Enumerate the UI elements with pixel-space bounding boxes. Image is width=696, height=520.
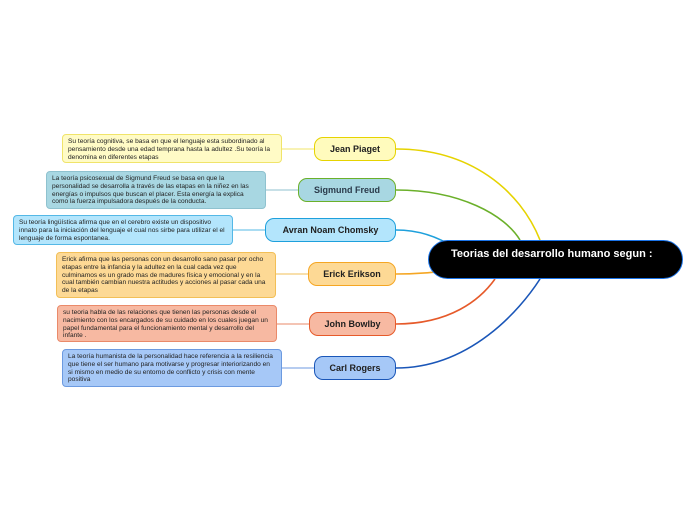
description-carl-rogers[interactable]: La teoría humanista de la personalidad h… — [62, 349, 282, 387]
description-erick-erikson[interactable]: Erick afirma que las personas con un des… — [56, 252, 276, 298]
branch-line-carl-rogers — [395, 278, 541, 369]
topic-avran-noam-chomsky[interactable]: Avran Noam Chomsky — [265, 218, 396, 242]
branch-line-sigmund-freud — [395, 189, 521, 241]
description-avran-noam-chomsky[interactable]: Su teoría lingüística afirma que en el c… — [13, 215, 233, 245]
topic-jean-piaget[interactable]: Jean Piaget — [314, 137, 396, 161]
branch-line-john-bowlby — [395, 278, 496, 325]
root-topic[interactable]: Teorias del desarrollo humano segun : — [428, 240, 683, 279]
topic-erick-erikson[interactable]: Erick Erikson — [308, 262, 396, 286]
description-john-bowlby[interactable]: su teoria habla de las relaciones que ti… — [57, 305, 277, 342]
topic-sigmund-freud[interactable]: Sigmund Freud — [298, 178, 396, 202]
branch-line-jean-piaget — [395, 148, 541, 241]
topic-carl-rogers[interactable]: Carl Rogers — [314, 356, 396, 380]
topic-john-bowlby[interactable]: John Bowlby — [309, 312, 396, 336]
description-jean-piaget[interactable]: Su teoría cognitiva, se basa en que el l… — [62, 134, 282, 163]
description-sigmund-freud[interactable]: La teoría psicosexual de Sigmund Freud s… — [46, 171, 266, 209]
